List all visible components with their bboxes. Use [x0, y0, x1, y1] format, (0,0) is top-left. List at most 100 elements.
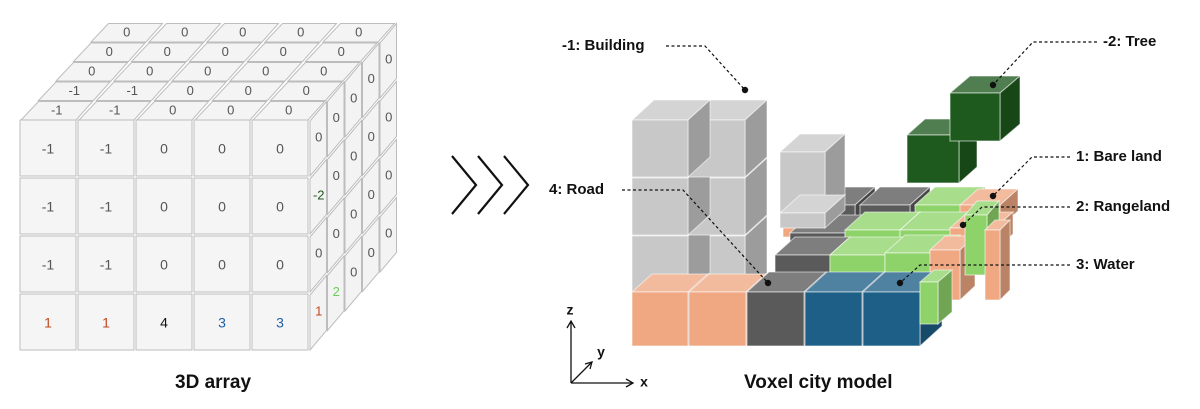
y-axis-label: y	[597, 344, 605, 360]
array-front-value: -1	[42, 141, 55, 157]
label-tree: -2: Tree	[1103, 33, 1156, 50]
array-top-cell	[112, 62, 187, 82]
array-top-value: 0	[355, 25, 362, 40]
array-side-value: 0	[350, 207, 357, 222]
array-top-value: 0	[227, 103, 234, 118]
chevron-icon	[451, 155, 478, 215]
building-leader	[666, 45, 746, 91]
array-side-cell	[344, 119, 362, 197]
array-caption: 3D array	[175, 372, 252, 393]
label-water: 3: Water	[1076, 256, 1135, 273]
array-side-cell	[379, 80, 397, 158]
array-top-value: 0	[303, 83, 310, 98]
array-top-cell	[286, 62, 361, 82]
array-front-cell	[135, 293, 193, 351]
array-side-value: 0	[385, 168, 392, 183]
water-voxel	[861, 270, 944, 348]
array-top-value: 0	[123, 25, 130, 40]
array-front-value: 0	[218, 257, 226, 273]
array-side-cell	[327, 196, 345, 274]
array-side-value: 0	[333, 110, 340, 125]
array-side-value: 0	[315, 130, 322, 145]
z-axis-label: z	[567, 302, 574, 318]
array-side-cell	[309, 274, 327, 352]
array-top-cell	[269, 81, 344, 101]
array-side-cell	[309, 158, 327, 236]
array-top-cell	[211, 81, 286, 101]
array-side-value: 0	[368, 245, 375, 260]
array-top-cell	[321, 23, 396, 43]
array-front-value: -1	[100, 141, 113, 157]
array-top-value: 0	[285, 103, 292, 118]
rangeland-dot	[959, 221, 967, 229]
array-front-cell	[19, 119, 77, 177]
array-top-cell	[89, 23, 164, 43]
array-top-cell	[304, 42, 379, 62]
array-side-value: 0	[385, 52, 392, 67]
array-side-value: 0	[368, 187, 375, 202]
array-front-value: 0	[160, 141, 168, 157]
array-top-value: 0	[245, 83, 252, 98]
array-top-value: 0	[187, 83, 194, 98]
road-dot	[764, 279, 772, 287]
array-top-cell	[170, 62, 245, 82]
array-side-value: 0	[315, 246, 322, 261]
array-top-value: 0	[338, 44, 345, 59]
array-front-cell	[251, 119, 309, 177]
array-side-cell	[379, 22, 397, 100]
rangeland-leader	[962, 206, 1070, 226]
array-top-value: -1	[51, 103, 63, 118]
bare-land-leader	[992, 156, 1070, 197]
array-side-cell	[362, 215, 380, 293]
array-front-cell	[19, 177, 77, 235]
array-front-value: 3	[276, 315, 284, 331]
array-side-value: 0	[350, 265, 357, 280]
array-front-value: 0	[218, 199, 226, 215]
array-side-value: 2	[333, 284, 340, 299]
y-axis-line	[570, 362, 592, 384]
label-rangeland: 2: Rangeland	[1076, 198, 1170, 215]
array-front-cell	[135, 119, 193, 177]
building-dot	[741, 86, 749, 94]
array-top-value: 0	[204, 64, 211, 79]
array-side-cell	[379, 196, 397, 274]
water-leader	[899, 264, 1070, 284]
array-front-cell	[193, 177, 251, 235]
array-top-cell	[228, 62, 303, 82]
array-top-value: 0	[88, 64, 95, 79]
array-top-cell	[205, 23, 280, 43]
array-top-value: 0	[146, 64, 153, 79]
array-top-value: 0	[239, 25, 246, 40]
array-front-value: 0	[160, 257, 168, 273]
label-bare-land: 1: Bare land	[1076, 148, 1162, 165]
array-front-cell	[77, 119, 135, 177]
array-front-cell	[193, 119, 251, 177]
array-front-cell	[19, 293, 77, 351]
array-side-value: 0	[350, 91, 357, 106]
array-front-cell	[193, 235, 251, 293]
array-side-cell	[309, 216, 327, 294]
array-top-cell	[37, 81, 112, 101]
array-top-cell	[188, 42, 263, 62]
label-building: -1: Building	[562, 37, 645, 54]
road-leader	[622, 189, 769, 284]
array-side-cell	[344, 177, 362, 255]
array-top-value: -1	[126, 83, 138, 98]
array-side-cell	[309, 100, 327, 178]
chevron-icon	[477, 155, 504, 215]
array-front-value: 1	[102, 315, 110, 331]
array-front-value: -1	[100, 199, 113, 215]
label-road: 4: Road	[549, 181, 604, 198]
array-side-cell	[327, 254, 345, 332]
array-top-cell	[153, 81, 228, 101]
y-axis-arrow-icon	[584, 361, 593, 370]
x-axis-label: x	[640, 374, 648, 390]
array-front-value: -1	[42, 199, 55, 215]
water-dot	[896, 279, 904, 287]
array-side-cell	[327, 138, 345, 216]
chevron-icon	[503, 155, 530, 215]
array-front-value: 0	[276, 257, 284, 273]
